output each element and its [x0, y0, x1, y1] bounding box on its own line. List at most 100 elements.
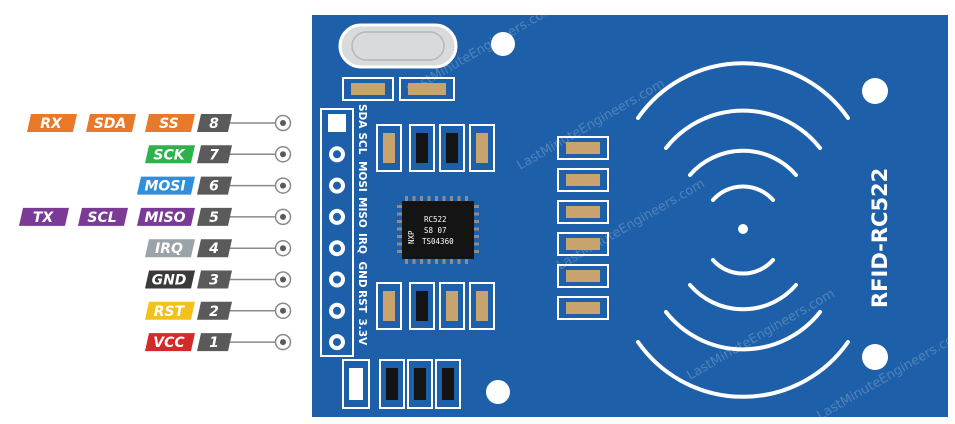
- board-pin-label: MOSI: [356, 161, 368, 192]
- pin-number-tag: [197, 333, 232, 352]
- smd-resistor: [557, 136, 609, 160]
- smd-vertical-bottom-row: [342, 359, 461, 409]
- pin-function-tag: [145, 333, 195, 352]
- pin-terminal-dot: [280, 182, 286, 189]
- pin-number-tag: [197, 207, 232, 226]
- pin-number: 7: [209, 147, 219, 163]
- pin-row-4: 4 IRQ: [145, 239, 292, 258]
- header-pad-hole: [333, 306, 341, 315]
- smd-horizontal-top: [342, 77, 455, 101]
- board-pin-label: IRQ: [356, 233, 368, 254]
- pin-number: 2: [209, 304, 219, 320]
- pin-terminal-dot: [280, 339, 286, 346]
- pin-function-tag: [145, 239, 195, 258]
- pin-function-label: TX: [33, 210, 55, 226]
- pin-terminal-dot: [280, 120, 286, 126]
- board-pin-label: SCL: [356, 133, 368, 155]
- pin-header-square-pad: [328, 114, 346, 132]
- mounting-hole: [491, 32, 515, 56]
- smd-resistor: [557, 296, 609, 320]
- board-pin-label: MISO: [356, 197, 368, 228]
- pin-terminal-dot: [280, 245, 286, 252]
- pin-number: 8: [209, 116, 219, 132]
- pin-row-2: 2 RST: [145, 301, 292, 320]
- pin-row-8: 8 SS SDA RX: [27, 114, 292, 132]
- smd-vertical-top-row: [376, 124, 495, 172]
- board-title: RFID-RC522: [868, 168, 892, 308]
- pin-number: 4: [208, 241, 219, 257]
- pin-number-tag: [197, 145, 232, 164]
- pin-number-tag: [197, 176, 232, 195]
- ic-mark: NXP: [407, 230, 416, 244]
- pin-function-tag: [86, 114, 136, 132]
- pin-function-tag: [137, 207, 195, 226]
- pin-terminal-dot: [280, 151, 286, 158]
- board-pin-label: GND: [356, 262, 368, 288]
- pin-function-label: RX: [40, 116, 63, 132]
- pin-terminal-dot: [280, 307, 286, 314]
- ic-label-line1: RC522: [424, 215, 447, 224]
- pin-number: 1: [209, 335, 219, 351]
- smd-resistor: [557, 264, 609, 288]
- pin-function-label: SS: [159, 116, 179, 132]
- pin-function-label: MOSI: [144, 179, 185, 195]
- pin-row-1: 1 VCC: [145, 333, 292, 352]
- pin-row-7: 7 SCK: [145, 145, 292, 164]
- pin-function-tag: [145, 114, 195, 132]
- pin-function-label: RST: [154, 304, 186, 320]
- pin-function-tag: [78, 207, 128, 226]
- pin-function-label: IRQ: [155, 241, 183, 257]
- pin-row-3: 3 GND: [145, 270, 292, 289]
- header-pad-hole: [333, 150, 341, 159]
- pin-function-tag: [145, 145, 195, 164]
- header-pad-hole: [333, 212, 341, 221]
- pin-function-tag: [137, 176, 195, 195]
- crystal-oscillator-inner: [351, 31, 445, 61]
- header-pad-hole: [333, 275, 341, 284]
- header-pads: [329, 146, 345, 351]
- pin-number-tag: [197, 301, 232, 320]
- pin-number: 5: [209, 210, 219, 226]
- board-pin-labels: SDA SCL MOSI MISO IRQ GND RST 3.3V: [356, 104, 368, 346]
- header-pad-hole: [333, 244, 341, 253]
- pin-function-tag: [145, 270, 195, 289]
- smd-stack: [557, 136, 609, 320]
- mounting-hole: [862, 344, 888, 370]
- pin-row-5: 5 MISO SCL TX: [19, 207, 292, 226]
- pin-terminal-dot: [280, 213, 286, 220]
- board-pin-label: RST: [356, 290, 368, 314]
- board-pin-label: 3.3V: [356, 319, 368, 347]
- crystal-oscillator: [338, 23, 458, 69]
- mounting-hole: [862, 78, 888, 104]
- pin-number: 3: [209, 273, 219, 289]
- pin-function-label: SCL: [87, 210, 116, 226]
- pin-number-tag: [197, 239, 232, 258]
- pin-number-tag: [197, 270, 232, 289]
- pin-function-label: GND: [152, 273, 187, 289]
- smd-resistor: [557, 168, 609, 192]
- ic-label-line3: TS04360: [422, 237, 454, 246]
- ic-label-line2: S8 07: [424, 226, 447, 235]
- smd-resistor: [557, 200, 609, 224]
- mounting-hole: [486, 380, 510, 404]
- pin-function-label: SCK: [153, 147, 185, 163]
- pin-row-6: 6 MOSI: [137, 176, 292, 195]
- pin-number: 6: [209, 179, 219, 195]
- pin-function-label: VCC: [153, 335, 185, 351]
- pin-function-tag: [145, 301, 195, 320]
- rc522-ic: NXP RC522 S8 07 TS04360: [397, 196, 479, 264]
- pinout-annotations: 8 SS SDA RX 7 SCK 6 MOSI 5 MISO SCL TX 4 IRQ 3 GND 2 RST 1…: [19, 114, 292, 352]
- pin-number-tag: [197, 114, 232, 132]
- header-pad-hole: [333, 181, 341, 190]
- board-pin-label: SDA: [356, 104, 368, 129]
- pin-function-label: SDA: [94, 116, 127, 132]
- pin-function-label: MISO: [144, 210, 185, 226]
- smd-resistor: [557, 232, 609, 256]
- header-pad-hole: [333, 338, 341, 347]
- pin-function-tag: [27, 114, 77, 132]
- pin-terminal-dot: [280, 276, 286, 283]
- antenna-icon: [636, 61, 850, 399]
- pin-function-tag: [19, 207, 69, 226]
- pin-header: [320, 108, 354, 357]
